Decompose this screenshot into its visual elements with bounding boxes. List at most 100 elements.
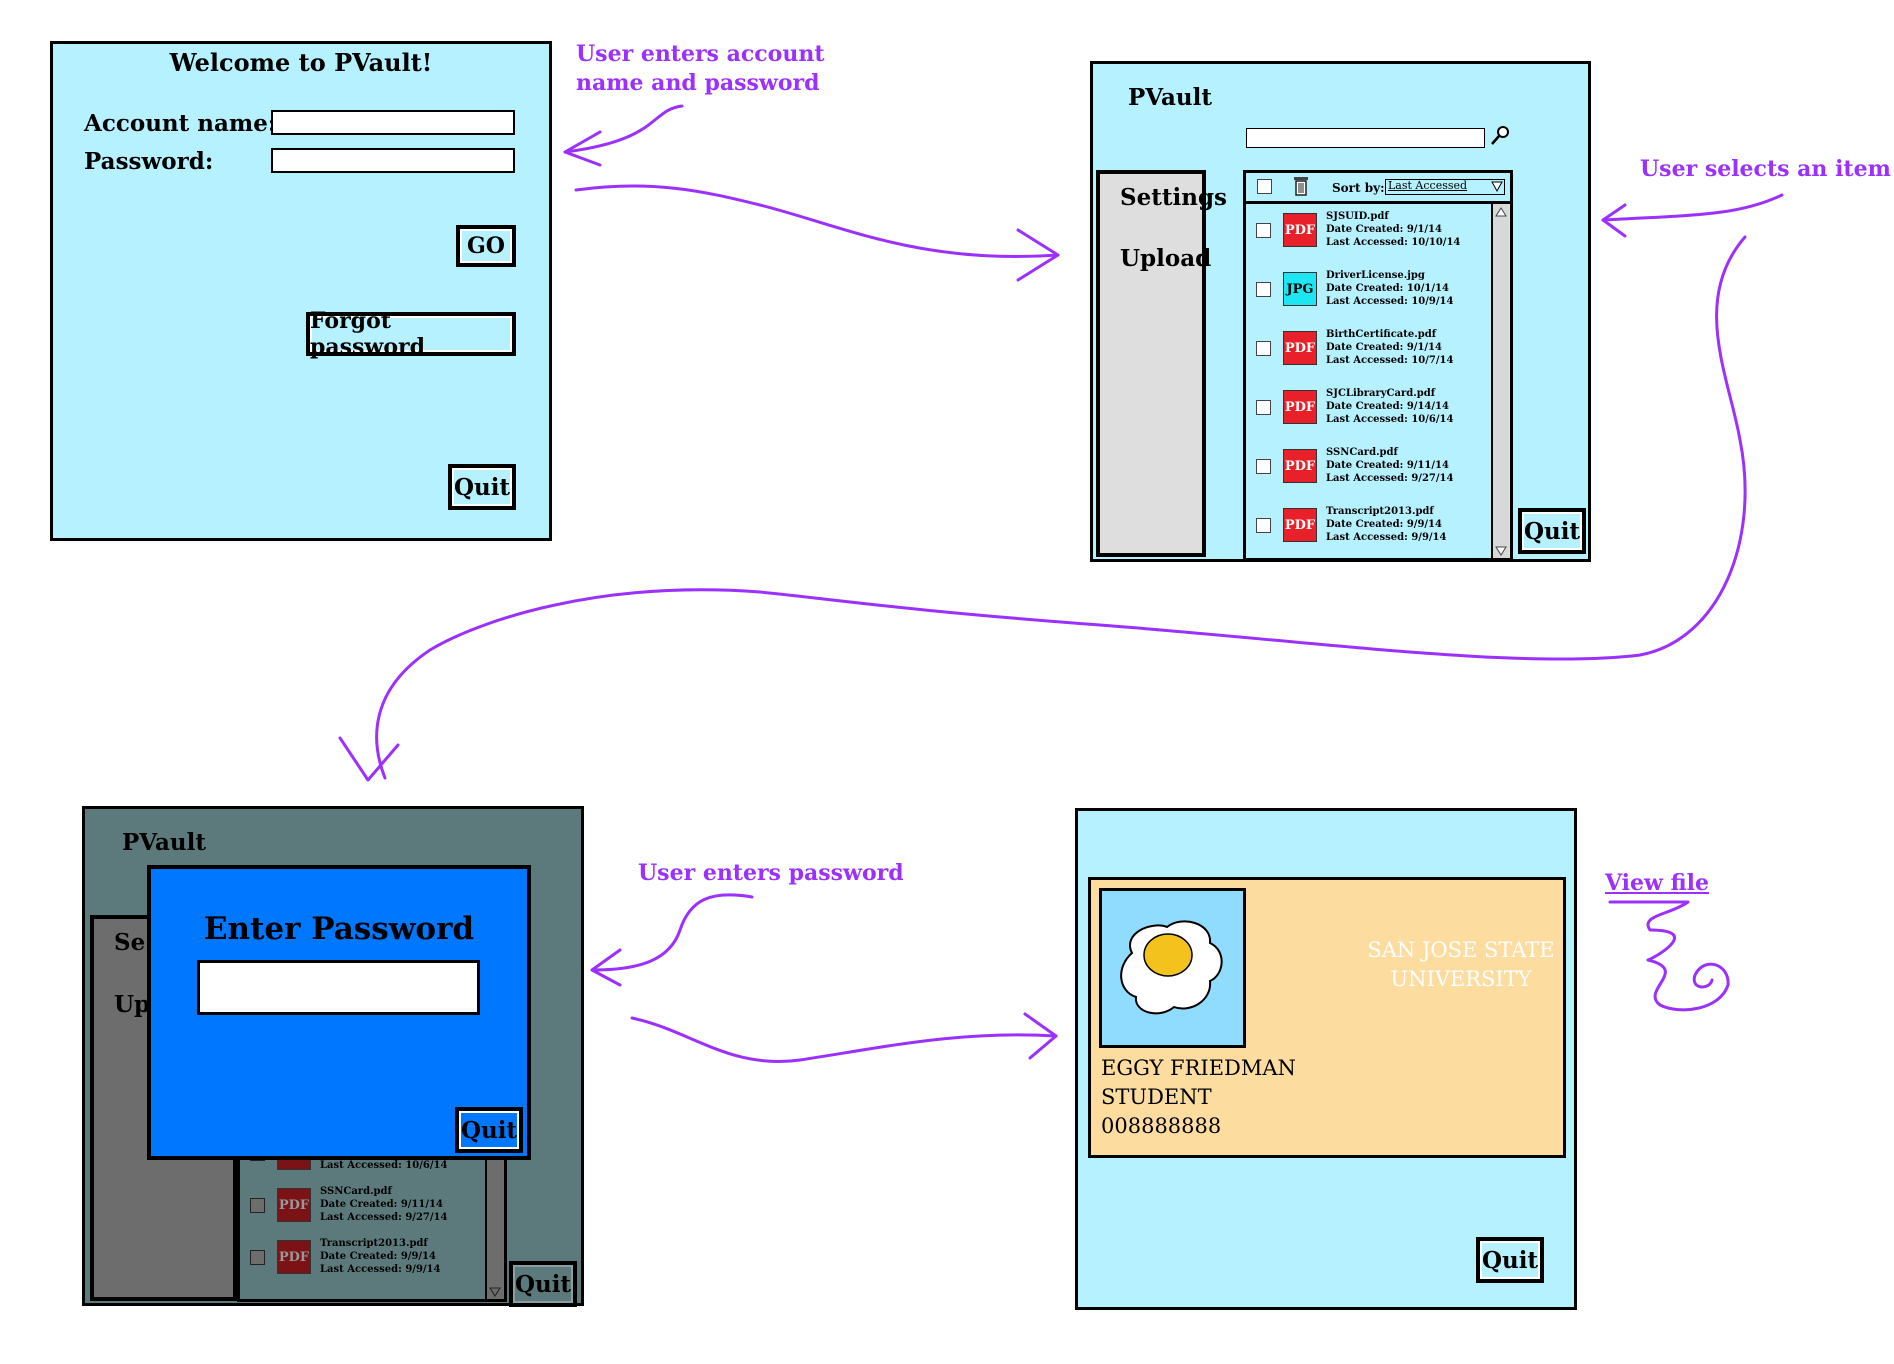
password-input[interactable]: [271, 148, 515, 173]
dialog-password-input[interactable]: [197, 960, 480, 1015]
file-name: SSNCard.pdf: [1326, 447, 1398, 458]
browser-screen: PVault Settings Upload Sort by: Last Acc…: [1090, 61, 1591, 562]
file-checkbox[interactable]: [1256, 341, 1271, 356]
dropdown-arrow-icon: [1491, 181, 1503, 193]
file-name: Transcript2013.pdf: [1326, 506, 1434, 517]
go-button[interactable]: GO: [456, 225, 516, 267]
file-checkbox[interactable]: [1256, 518, 1271, 533]
account-name-input[interactable]: [271, 110, 515, 135]
jpg-file-icon: JPG: [1283, 272, 1317, 306]
file-created: Date Created: 10/1/14: [1326, 283, 1449, 294]
file-accessed: Last Accessed: 10/6/14: [1326, 414, 1454, 425]
browser-quit-button[interactable]: Quit: [1518, 508, 1586, 554]
pdf-file-icon: PDF: [277, 1240, 311, 1274]
arrow-back-to-dialog: [590, 893, 754, 972]
file-checkbox[interactable]: [1256, 400, 1271, 415]
dimmed-title: PVault: [122, 829, 207, 856]
file-checkbox: [250, 1198, 265, 1213]
student-name: EGGY FRIEDMAN: [1101, 1056, 1296, 1080]
file-created: Date Created: 9/11/14: [1326, 460, 1449, 471]
note-select-item: User selects an item: [1640, 156, 1891, 182]
file-checkbox[interactable]: [1256, 223, 1271, 238]
sidebar: Settings Upload: [1096, 170, 1227, 557]
viewer-quit-button[interactable]: Quit: [1476, 1237, 1544, 1283]
arrow-back-to-browser: [1601, 193, 1784, 222]
sort-label: Sort by:: [1332, 181, 1385, 195]
password-screen: PVault Se Up PDFDate Created: 9/14/14Las…: [82, 806, 584, 1307]
dimmed-quit-button: Quit: [509, 1261, 577, 1307]
file-created: Date Created: 9/14/14: [1326, 401, 1449, 412]
toolbar: Sort by: Last Accessed: [1246, 173, 1510, 204]
account-name-label: Account name:: [84, 110, 277, 137]
dimmed-sidebar-upload: Up: [114, 991, 151, 1018]
arrowhead-icon: [1601, 203, 1627, 238]
file-accessed: Last Accessed: 10/7/14: [1326, 355, 1454, 366]
dimmed-scroll-down-icon: [489, 1287, 501, 1297]
password-dialog: Enter Password Quit: [147, 865, 531, 1160]
scribble-view-file: [1608, 900, 1730, 1012]
pdf-file-icon: PDF: [277, 1188, 311, 1222]
pdf-file-icon: PDF: [1283, 331, 1317, 365]
file-accessed: Last Accessed: 10/6/14: [320, 1160, 448, 1171]
file-created: Date Created: 9/1/14: [1326, 224, 1442, 235]
login-title: Welcome to PVault!: [169, 48, 433, 77]
forgot-password-button[interactable]: Forgot password: [306, 308, 516, 360]
file-name: SJSUID.pdf: [1326, 211, 1389, 222]
dialog-title: Enter Password: [203, 911, 475, 947]
browser-title: PVault: [1128, 84, 1213, 111]
search-input[interactable]: [1246, 128, 1485, 148]
arrowhead-icon: [563, 130, 602, 167]
file-accessed: Last Accessed: 10/9/14: [1326, 296, 1454, 307]
trash-icon[interactable]: [1292, 175, 1310, 197]
sidebar-item-settings[interactable]: Settings: [1120, 184, 1227, 211]
arrow-dialog-to-viewer: [630, 1016, 1058, 1063]
school-name: SAN JOSE STATE UNIVERSITY: [1367, 938, 1555, 991]
file-accessed: Last Accessed: 9/27/14: [320, 1212, 448, 1223]
file-name: SSNCard.pdf: [320, 1186, 392, 1197]
pdf-file-icon: PDF: [1283, 213, 1317, 247]
search-icon[interactable]: [1488, 124, 1512, 148]
password-label: Password:: [84, 148, 214, 175]
file-name: SJCLibraryCard.pdf: [1326, 388, 1436, 399]
file-checkbox[interactable]: [1256, 282, 1271, 297]
scroll-up-icon[interactable]: [1494, 206, 1508, 218]
note-enter-account-line2: name and password: [576, 70, 820, 96]
arrowhead-icon: [1023, 1012, 1058, 1060]
sort-dropdown[interactable]: Last Accessed: [1385, 179, 1505, 195]
login-screen: Welcome to PVault! Account name: Passwor…: [50, 41, 552, 541]
file-created: Date Created: 9/11/14: [320, 1199, 443, 1210]
scroll-down-icon[interactable]: [1494, 545, 1508, 557]
arrowhead-icon: [1016, 228, 1060, 282]
file-name: Transcript2013.pdf: [320, 1238, 428, 1249]
file-accessed: Last Accessed: 10/10/14: [1326, 237, 1461, 248]
student-id: 008888888: [1101, 1114, 1222, 1138]
id-card: SAN JOSE STATE UNIVERSITY EGGY FRIEDMAN …: [1088, 877, 1566, 1158]
file-created: Date Created: 9/1/14: [1326, 342, 1442, 353]
scrollbar[interactable]: [1491, 204, 1509, 558]
dialog-quit-button[interactable]: Quit: [455, 1107, 523, 1153]
sidebar-item-upload[interactable]: Upload: [1120, 245, 1212, 272]
arrowhead-icon: [338, 736, 400, 782]
note-enter-password: User enters password: [638, 860, 904, 886]
file-checkbox[interactable]: [1256, 459, 1271, 474]
select-all-checkbox[interactable]: [1257, 179, 1272, 194]
file-name: BirthCertificate.pdf: [1326, 329, 1437, 340]
arrow-back-to-login: [563, 104, 684, 154]
student-role: STUDENT: [1101, 1085, 1212, 1109]
file-name: DriverLicense.jpg: [1326, 270, 1425, 281]
quit-button[interactable]: Quit: [448, 464, 516, 510]
arrow-login-to-browser: [574, 184, 1060, 259]
pdf-file-icon: PDF: [1283, 390, 1317, 424]
photo: [1099, 888, 1246, 1048]
fried-egg-image: [1120, 920, 1223, 1015]
